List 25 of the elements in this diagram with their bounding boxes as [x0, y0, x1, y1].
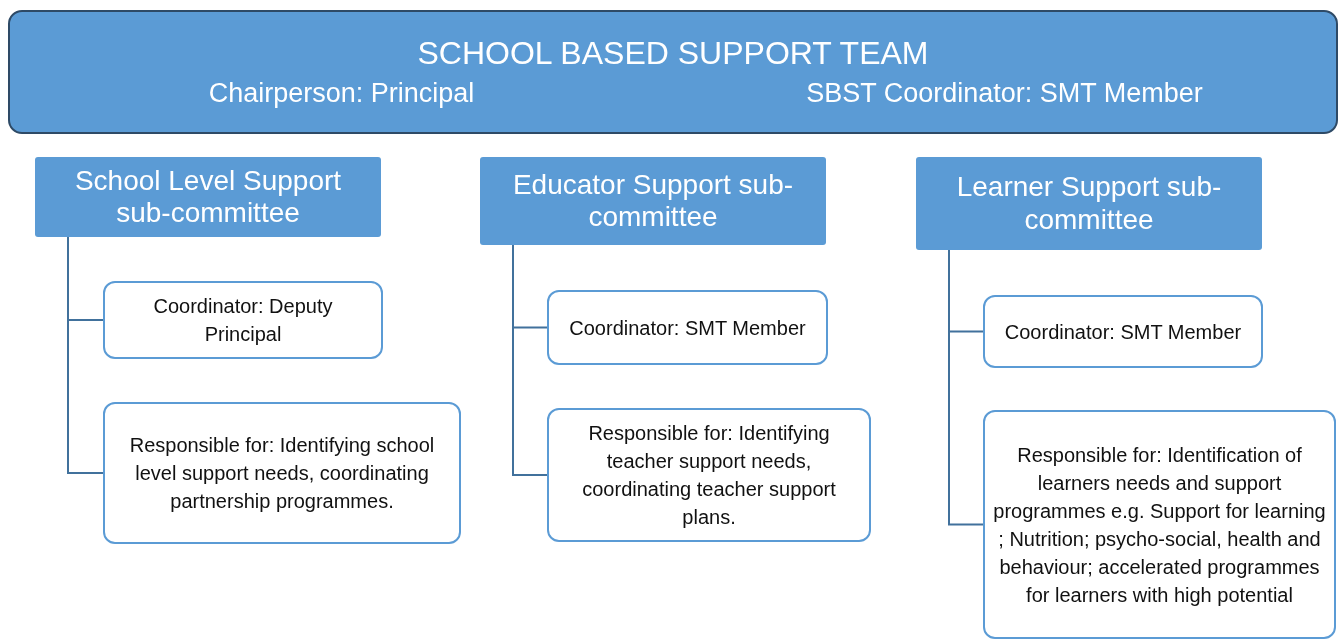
team-banner — [8, 10, 1338, 134]
detail-box — [547, 408, 871, 542]
detail-box — [103, 402, 461, 544]
connector-line — [67, 236, 104, 474]
detail-box — [983, 410, 1336, 639]
connector-line — [512, 244, 548, 476]
committee-box — [35, 157, 381, 237]
detail-box — [983, 295, 1263, 368]
committee-title: Educator Support sub-committee — [511, 168, 795, 234]
detail-box — [103, 281, 383, 359]
committee-title: Learner Support sub-committee — [955, 171, 1223, 236]
committee-box — [480, 157, 826, 245]
detail-text: Responsible for: Identifying school level support needs, coordinating partnership programmes. — [128, 433, 436, 514]
committee-box — [916, 157, 1262, 250]
detail-text: Coordinator: SMT Member — [1004, 319, 1242, 345]
detail-text: Responsible for: Identification of learners needs and support programmes e.g. Support for learning ; Nutrition; psycho-social, health and behaviour; accelerated programmes for learners with high potential — [993, 442, 1326, 608]
banner-subtitle: SBST Coordinator: SMT Member — [805, 78, 1204, 109]
detail-text: Coordinator: Deputy Principal — [152, 294, 334, 347]
detail-text: Responsible for: Identifying teacher support needs, coordinating teacher support plans. — [581, 421, 837, 530]
banner-title: SCHOOL BASED SUPPORT TEAM — [417, 35, 929, 72]
committee-title: School Level Support sub-committee — [73, 164, 343, 230]
banner-subtitle: Chairperson: Principal — [207, 78, 476, 109]
detail-box — [547, 290, 828, 365]
detail-text: Coordinator: SMT Member — [569, 315, 806, 341]
connector-line — [948, 249, 984, 526]
